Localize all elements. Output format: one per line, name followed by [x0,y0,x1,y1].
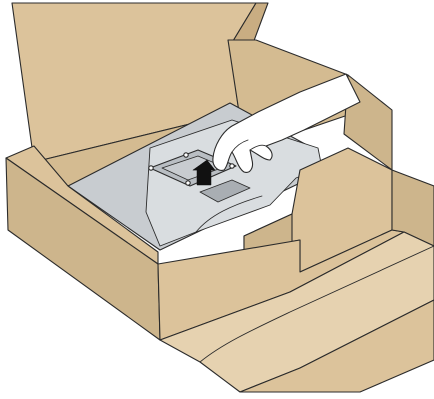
vesa-screw-3 [186,181,190,185]
vesa-screw-1 [184,153,188,157]
vesa-screw-4 [230,164,234,168]
up-arrow-icon [197,168,211,185]
vesa-screw-2 [149,166,153,170]
